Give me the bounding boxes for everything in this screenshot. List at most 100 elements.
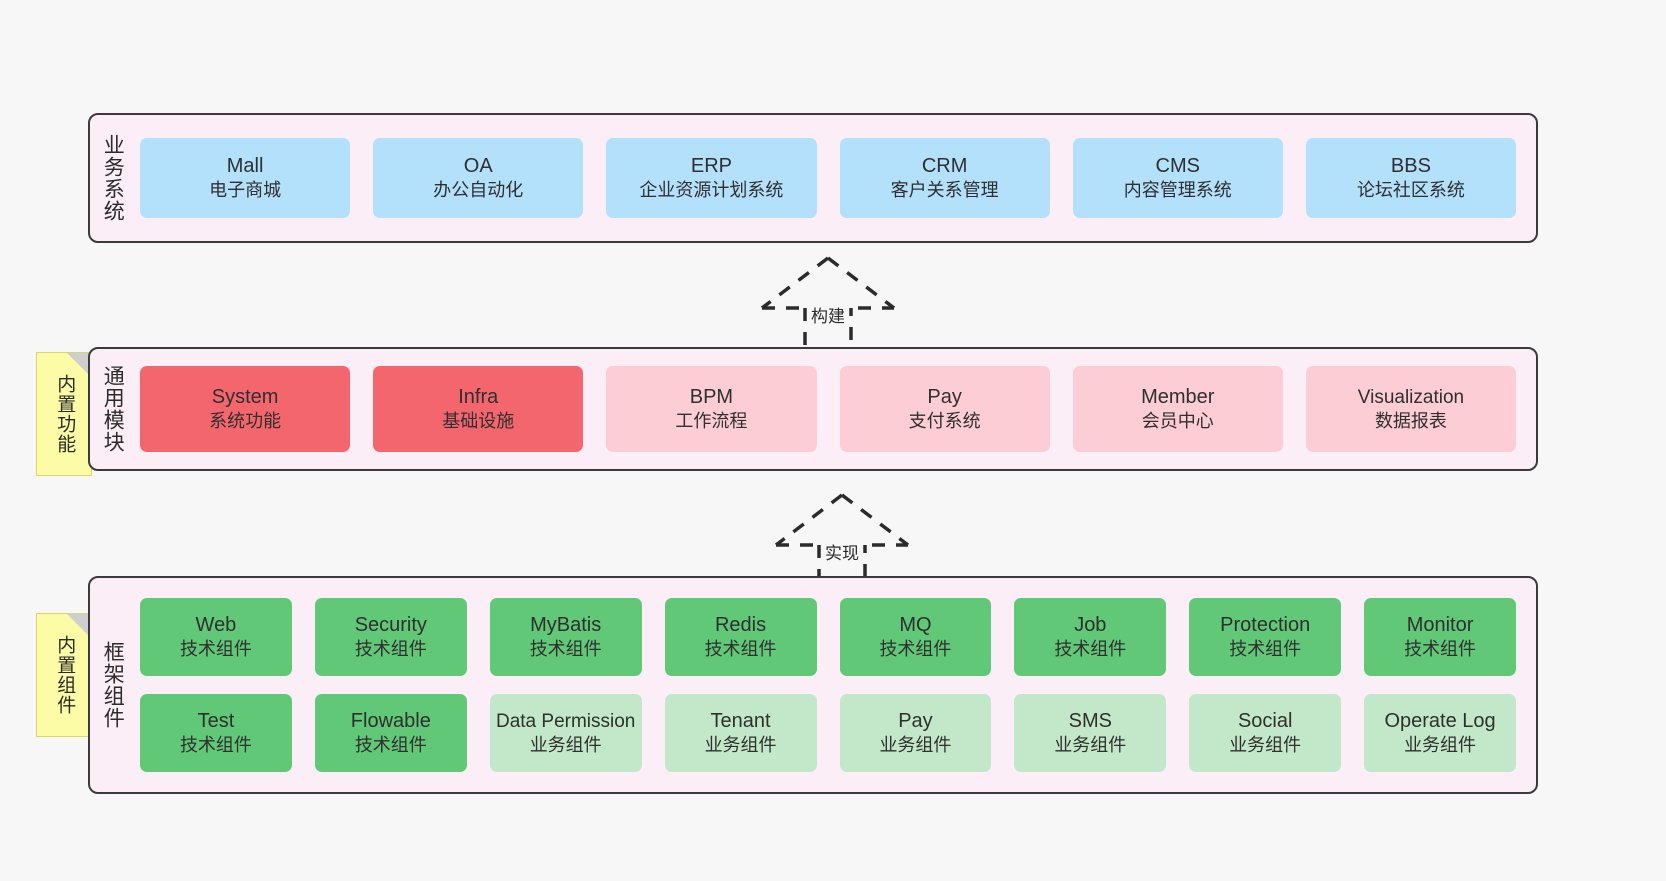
card-title-en: CRM (921, 155, 968, 178)
card-title-en: Visualization (1357, 386, 1465, 408)
card-title-en: Infra (458, 386, 499, 409)
card-title-en: Flowable (350, 710, 431, 733)
card-title-cn: 技术组件 (354, 735, 427, 756)
card-title-cn: 基础设施 (442, 411, 515, 432)
page-fold-icon (67, 614, 91, 638)
card-title-en: CMS (1155, 155, 1200, 178)
card-title-cn: 论坛社区系统 (1356, 180, 1465, 201)
card-title-cn: 支付系统 (908, 411, 981, 432)
sticky-builtin-components-label: 内置组件 (54, 635, 76, 715)
card-title-cn: 技术组件 (354, 639, 427, 660)
card-title-en: BBS (1390, 155, 1431, 178)
card-title-en: Redis (714, 614, 767, 637)
card-title-cn: 业务组件 (529, 734, 602, 755)
card-title-en: Operate Log (1384, 710, 1496, 733)
card-title-cn: 技术组件 (1229, 639, 1302, 660)
card-title-en: Social (1237, 710, 1293, 733)
sticky-builtin-features: 内置功能 (36, 352, 92, 476)
layer-modules-title: 通用模块 (101, 365, 125, 453)
card-title-en: Web (195, 614, 237, 637)
card-title-cn: 技术组件 (879, 639, 952, 660)
card-title-cn: 系统功能 (209, 411, 282, 432)
card-title-en: OA (463, 155, 493, 178)
sticky-builtin-components: 内置组件 (36, 613, 92, 737)
layer-framework-title: 框架组件 (101, 641, 125, 729)
card-title-cn: 技术组件 (1054, 639, 1127, 660)
card-title-cn: 业务组件 (1404, 735, 1477, 756)
card-title-en: MQ (899, 614, 932, 637)
connector-build: 构建 (758, 252, 898, 352)
card-title-cn: 业务组件 (879, 735, 952, 756)
connector-implement-label: 实现 (822, 539, 862, 564)
card-title-cn: 技术组件 (704, 639, 777, 660)
card-title-cn: 技术组件 (1404, 639, 1477, 660)
card-title-cn: 业务组件 (1054, 735, 1127, 756)
layer-business-title: 业务系统 (101, 134, 125, 222)
card-title-cn: 会员中心 (1141, 411, 1214, 432)
card-title-cn: 工作流程 (675, 411, 748, 432)
card-title-en: Monitor (1406, 614, 1474, 637)
card-title-en: Pay (927, 386, 962, 409)
card-title-en: Security (354, 614, 427, 637)
card-title-en: Mall (226, 155, 264, 178)
card-title-en: Test (197, 710, 235, 733)
card-title-en: Data Permission (495, 710, 636, 732)
card-title-cn: 技术组件 (529, 639, 602, 660)
card-title-en: ERP (690, 155, 732, 178)
card-title-en: Pay (898, 710, 933, 733)
card-title-en: MyBatis (530, 614, 602, 637)
connector-build-label: 构建 (808, 302, 848, 327)
card-title-cn: 业务组件 (704, 735, 777, 756)
card-title-en: Job (1074, 614, 1107, 637)
card-title-en: Protection (1220, 614, 1311, 637)
card-title-cn: 技术组件 (179, 735, 252, 756)
sticky-builtin-features-label: 内置功能 (54, 374, 76, 454)
card-title-cn: 技术组件 (179, 639, 252, 660)
card-title-en: Member (1141, 386, 1215, 409)
card-title-cn: 数据报表 (1374, 410, 1447, 431)
card-title-en: SMS (1068, 710, 1112, 733)
card-title-cn: 客户关系管理 (890, 180, 999, 201)
card-title-en: Tenant (710, 710, 771, 733)
card-title-cn: 电子商城 (209, 180, 282, 201)
